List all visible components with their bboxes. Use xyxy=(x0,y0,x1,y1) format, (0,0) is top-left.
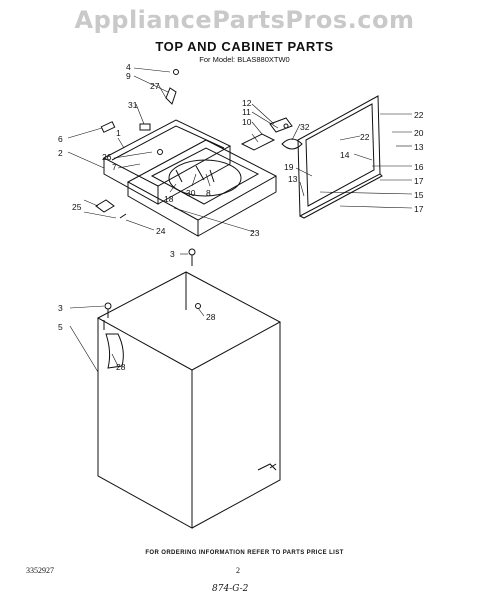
callout-20: 20 xyxy=(414,128,424,138)
callout-5: 5 xyxy=(58,322,63,332)
callout-2: 2 xyxy=(58,148,63,158)
cabinet xyxy=(96,271,282,529)
callout-4: 4 xyxy=(126,62,131,72)
callout-28-lower: 28 xyxy=(116,362,126,372)
callout-26: 26 xyxy=(102,152,112,162)
site-watermark: AppliancePartsPros.com xyxy=(74,6,415,34)
callout-31: 31 xyxy=(128,100,138,110)
callout-22-inner: 22 xyxy=(360,132,370,142)
callout-17-upper: 17 xyxy=(414,176,424,186)
lid-switch-parts xyxy=(240,117,303,151)
ordering-note: FOR ORDERING INFORMATION REFER TO PARTS … xyxy=(145,550,344,556)
callout-7: 7 xyxy=(112,162,117,172)
part-callouts: 4 9 27 31 6 1 2 26 7 30 8 18 25 24 12 11… xyxy=(58,62,424,372)
callout-8: 8 xyxy=(206,188,211,198)
callout-1: 1 xyxy=(116,128,121,138)
lid xyxy=(297,95,383,219)
screws xyxy=(104,248,201,318)
callout-3-lower: 3 xyxy=(58,303,63,313)
callout-15: 15 xyxy=(414,190,424,200)
callout-27: 27 xyxy=(150,81,160,91)
callout-23: 23 xyxy=(250,228,260,238)
top-panel xyxy=(102,119,232,205)
callout-18: 18 xyxy=(164,194,174,204)
callout-9: 9 xyxy=(126,71,131,81)
callout-30: 30 xyxy=(186,188,196,198)
callout-3-upper: 3 xyxy=(170,249,175,259)
callout-12: 12 xyxy=(242,98,252,108)
callout-28-upper: 28 xyxy=(206,312,216,322)
callout-11: 11 xyxy=(242,107,251,117)
callout-32: 32 xyxy=(300,122,310,132)
document-number: 3352927 xyxy=(26,566,54,575)
callout-24: 24 xyxy=(156,226,166,236)
callout-16: 16 xyxy=(414,162,424,172)
callout-22-right: 22 xyxy=(414,110,424,120)
callout-25: 25 xyxy=(72,202,82,212)
callout-14: 14 xyxy=(340,150,350,160)
callout-19: 19 xyxy=(284,162,294,172)
callout-13-right: 13 xyxy=(414,142,424,152)
model-subtitle: For Model: BLAS880XTW0 xyxy=(199,55,290,64)
handwritten-note: 874-G-2 xyxy=(212,584,249,594)
callout-13-left: 13 xyxy=(288,174,298,184)
callout-6: 6 xyxy=(58,134,63,144)
diagram-title: TOP AND CABINET PARTS xyxy=(155,39,334,54)
callout-17-lower: 17 xyxy=(414,204,424,214)
callout-10: 10 xyxy=(242,117,252,127)
leader-lines xyxy=(67,67,413,373)
cabinet-top xyxy=(126,139,278,237)
page-number: 2 xyxy=(236,566,240,575)
top-hardware xyxy=(95,69,179,219)
